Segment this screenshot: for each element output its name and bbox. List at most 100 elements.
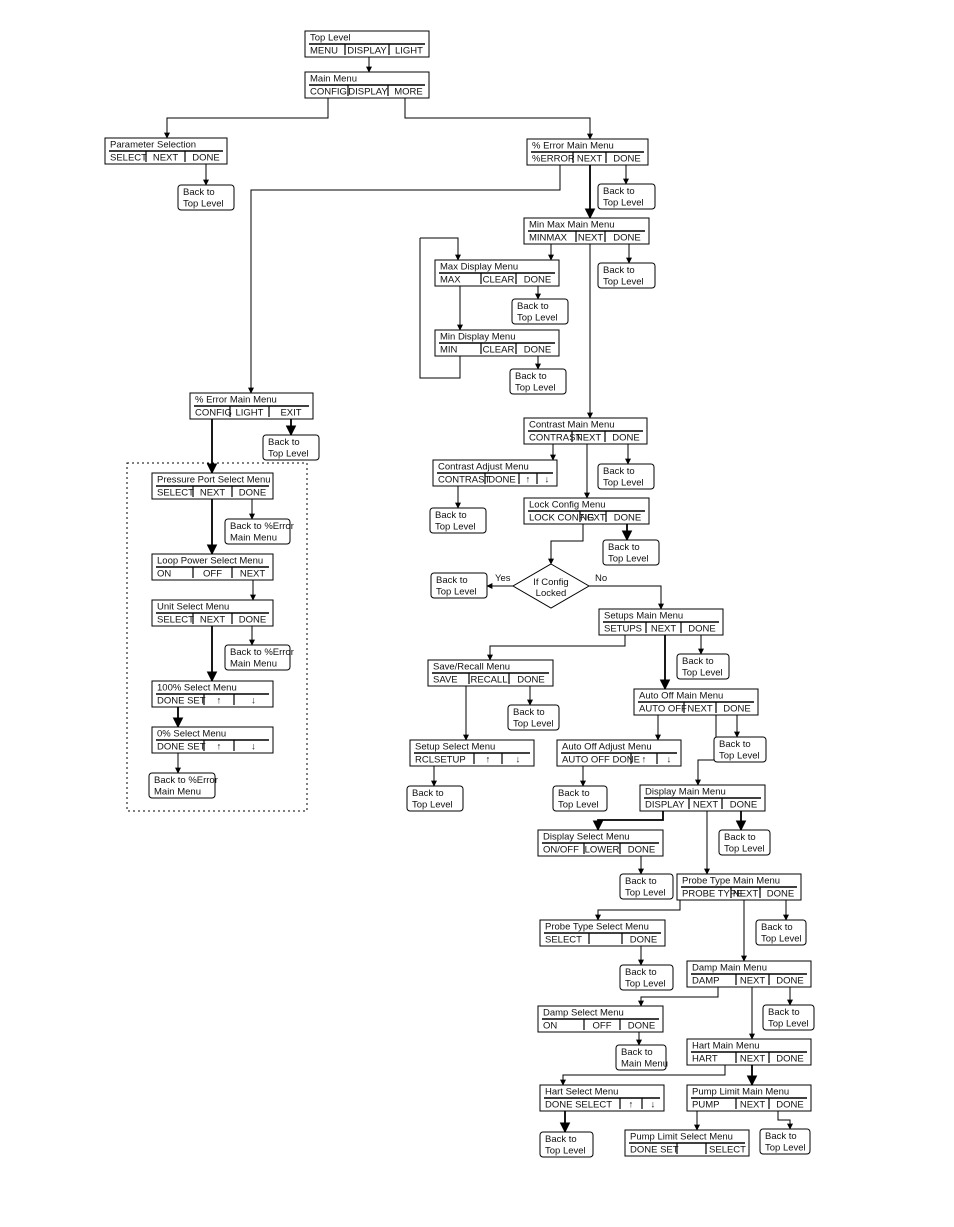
softkey-label: NEXT [153,153,179,164]
softkey-arrow-icon: ↑ [526,475,531,486]
softkey-label: DONE [767,889,794,900]
softkey-label: MORE [394,87,423,98]
back-line-1: Back to [768,1007,800,1018]
menu-title: Hart Select Menu [545,1087,618,1098]
softkey-label: AUTO OFF [639,704,687,715]
softkey-label: %ERROR [532,154,575,165]
menu-title: Min Display Menu [440,332,516,343]
rounded-frame [597,183,656,210]
back-line-2: Top Level [724,844,765,855]
softkey-arrow-icon: ↓ [667,755,672,766]
back-line-1: Back to [621,1047,653,1058]
menu-title: Auto Off Adjust Menu [562,742,652,753]
softkey-label: DONE [688,624,715,635]
back-line-2: Top Level [436,587,477,598]
softkey-label: SELECT [545,935,582,946]
menu-title: 100% Select Menu [157,683,237,694]
connector-arrow [420,237,461,261]
softkey-label: DONE [614,513,641,524]
softkey-label: NEXT [240,569,266,580]
connector-arrow [589,585,664,610]
softkey-label: SAVE [433,675,458,686]
menu-title: Setup Select Menu [415,742,495,753]
softkey-label: OFF [203,569,222,580]
rounded-frame [552,785,608,812]
connector-arrow [164,98,329,139]
softkey-label: DONE [524,345,551,356]
softkey-label: LIGHT [395,46,423,57]
connector-arrow [592,811,664,832]
back-line-2: Top Level [183,199,224,210]
softkey-label: DONE [730,800,757,811]
softkey-label: DONE SET [157,742,206,753]
rounded-frame [615,1044,667,1071]
softkey-arrow-icon: ↑ [217,742,222,753]
connector-arrow [487,635,626,661]
softkey-label: DONE SET [630,1145,679,1156]
menu-title: Pump Limit Main Menu [692,1087,789,1098]
softkey-label: NEXT [740,976,766,987]
softkey-arrow-icon: ↓ [651,1100,656,1111]
menu-title: Max Display Menu [440,262,518,273]
softkey-label: DONE [628,845,655,856]
back-line-1: Back to [603,186,635,197]
rounded-frame [224,644,291,671]
menu-title: 0% Select Menu [157,729,226,740]
menu-title: Save/Recall Menu [433,662,510,673]
softkey-label: DISPLAY [645,800,685,811]
menu-title: Probe Type Main Menu [682,876,780,887]
back-line-2: Top Level [517,313,558,324]
connector-arrow [548,524,584,565]
rounded-frame [718,829,771,856]
softkey-label: NEXT [740,1054,766,1065]
rounded-frame [676,653,730,680]
back-line-1: Back to [268,437,300,448]
softkey-label: SETUPS [604,624,642,635]
rounded-frame [509,368,567,395]
softkey-arrow-icon: ↓ [516,755,521,766]
back-line-1: Back to [682,656,714,667]
softkey-label: DONE [192,153,219,164]
back-line-1: Back to [412,788,444,799]
menu-title: % Error Main Menu [532,141,614,152]
menu-title: Pressure Port Select Menu [157,475,271,486]
softkey-label: DISPLAY [348,87,388,98]
softkey-label: PROBE TYPE [682,889,743,900]
softkey-label: SELECT [157,615,194,626]
softkey-label: DONE [517,675,544,686]
rounded-frame [759,1128,811,1155]
back-line-1: Back to [765,1131,797,1142]
softkey-label: DONE [776,1100,803,1111]
menu-title: Damp Main Menu [692,963,767,974]
rounded-frame [430,572,488,599]
softkey-label: RCLSETUP [415,755,466,766]
rounded-frame [224,518,291,545]
back-line-2: Top Level [435,522,476,533]
softkey-label: DONE [239,615,266,626]
